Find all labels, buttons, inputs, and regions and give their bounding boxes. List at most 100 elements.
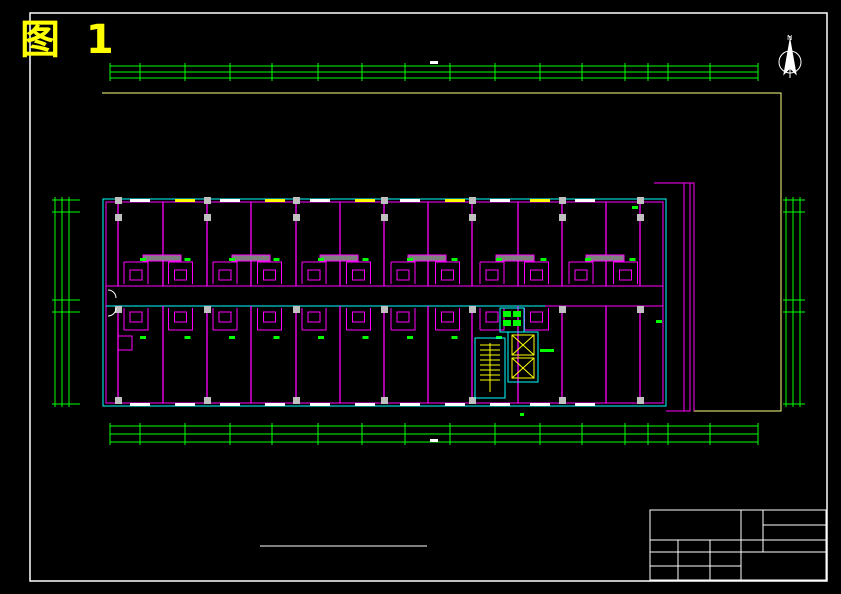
annotation-mark	[273, 336, 280, 339]
window-top	[530, 199, 550, 202]
figure-label: 图 1	[20, 17, 120, 63]
right-dimension-chain	[783, 197, 805, 407]
column	[381, 306, 388, 313]
annotation-mark	[140, 258, 146, 261]
column	[293, 397, 300, 404]
column	[204, 306, 211, 313]
column	[637, 197, 644, 204]
window-top	[310, 199, 330, 202]
drawing-frame	[29, 12, 828, 582]
bath-wall	[168, 308, 193, 331]
column	[637, 306, 644, 313]
column	[381, 214, 388, 221]
bath-fixture	[530, 269, 543, 281]
annotation-mark	[140, 336, 146, 339]
annotation-mark	[184, 336, 191, 339]
bath-fixture	[574, 269, 588, 281]
bath-wall	[346, 308, 371, 331]
window-bottom	[265, 403, 285, 406]
window-top	[490, 199, 510, 202]
window-bottom	[530, 403, 550, 406]
stair-icon	[474, 337, 506, 399]
annotation-mark	[362, 258, 369, 261]
annotation-mark	[229, 258, 235, 261]
bath-fixture	[174, 269, 187, 281]
bath-wall	[524, 308, 549, 331]
counter-hatch	[407, 254, 447, 262]
window-bottom	[220, 403, 240, 406]
column	[559, 306, 566, 313]
annotation-mark	[496, 258, 502, 261]
window-bottom	[445, 403, 465, 406]
window-top	[130, 199, 150, 202]
bath-wall	[613, 261, 638, 284]
column	[559, 397, 566, 404]
bath-wall	[390, 261, 416, 284]
bath-wall	[301, 261, 327, 284]
window-top	[575, 199, 595, 202]
column	[559, 214, 566, 221]
window-bottom	[490, 403, 510, 406]
column	[204, 214, 211, 221]
title-block	[649, 509, 827, 581]
structural-columns	[115, 197, 644, 404]
annotation-mark	[318, 258, 324, 261]
window-top	[175, 199, 195, 202]
bath-fixture	[396, 269, 410, 281]
annotation-mark	[273, 258, 280, 261]
bath-fixture	[218, 311, 232, 323]
column	[637, 214, 644, 221]
annotation-mark	[656, 320, 662, 323]
annotation-mark	[585, 258, 591, 261]
window-bottom	[310, 403, 330, 406]
bath-fixture	[174, 311, 187, 323]
window-bottom	[355, 403, 375, 406]
column	[115, 214, 122, 221]
bath-wall	[479, 261, 505, 284]
window-bottom	[575, 403, 595, 406]
bath-wall	[568, 261, 594, 284]
elevator-icon	[511, 357, 535, 379]
bath-fixture	[441, 269, 454, 281]
bath-fixture	[530, 311, 543, 323]
window-bottom	[175, 403, 195, 406]
room-annotations	[140, 206, 662, 416]
annotation-mark	[629, 258, 636, 261]
bath-fixture	[352, 269, 365, 281]
bottom-dimension-label	[430, 439, 438, 442]
column	[204, 197, 211, 204]
bath-wall	[123, 308, 149, 331]
counter-hatch	[231, 254, 271, 262]
bath-wall	[212, 308, 238, 331]
window-top	[400, 199, 420, 202]
column	[293, 197, 300, 204]
annotation-mark	[632, 206, 638, 209]
counter-hatch	[585, 254, 625, 262]
counter-hatch	[142, 254, 182, 262]
bath-wall	[257, 261, 282, 284]
windows	[130, 199, 595, 406]
north-arrow-letter: N	[787, 34, 792, 42]
bath-fixture	[218, 269, 232, 281]
annotation-mark	[520, 413, 524, 416]
bath-fixture	[485, 269, 499, 281]
vertical-core	[474, 307, 554, 399]
counter-hatch	[319, 254, 359, 262]
bathroom-fixtures	[123, 254, 638, 331]
window-top	[220, 199, 240, 202]
bath-fixture	[307, 269, 321, 281]
annotation-mark	[451, 336, 458, 339]
bath-fixture	[396, 311, 410, 323]
top-dimension-chain	[109, 63, 759, 81]
column	[293, 306, 300, 313]
annotation-mark	[229, 336, 235, 339]
window-bottom	[130, 403, 150, 406]
bath-wall	[524, 261, 549, 284]
bath-fixture	[352, 311, 365, 323]
bath-wall	[168, 261, 193, 284]
site-outline	[102, 92, 782, 412]
left-dimension-chain	[52, 197, 80, 407]
column	[469, 214, 476, 221]
annotation-mark	[407, 258, 413, 261]
